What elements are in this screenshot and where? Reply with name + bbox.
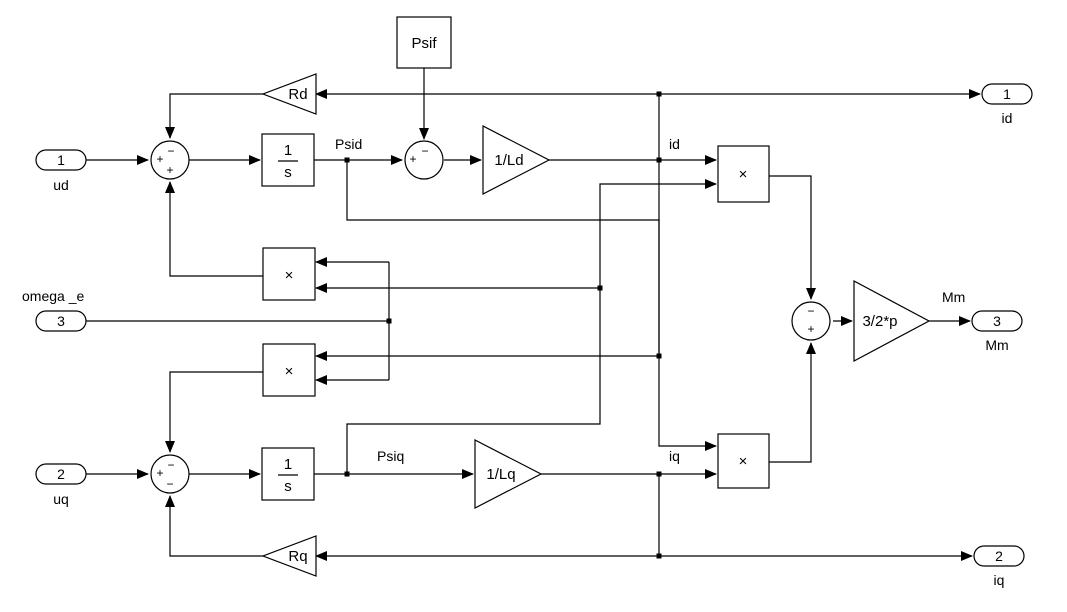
sum-q-sign-left: + bbox=[156, 466, 163, 480]
outport-iq[interactable]: 2 iq bbox=[973, 545, 1025, 588]
integrator-q-numerator: 1 bbox=[284, 456, 292, 473]
outport-id-number: 1 bbox=[1003, 86, 1011, 102]
outport-id[interactable]: 1 id bbox=[981, 83, 1033, 126]
gain-rq[interactable]: Rq bbox=[261, 535, 317, 577]
product-d[interactable]: × bbox=[262, 247, 316, 301]
signal-label-psid: Psid bbox=[335, 136, 362, 152]
outport-iq-number: 2 bbox=[995, 548, 1003, 564]
outport-mm-number: 3 bbox=[993, 313, 1001, 329]
signal-wires bbox=[86, 68, 981, 561]
sum-d[interactable]: + − + bbox=[150, 140, 190, 180]
gain-1-ld-label: 1/Ld bbox=[494, 152, 523, 169]
inport-uq[interactable]: 2 uq bbox=[35, 463, 87, 507]
sum-psif-sign-top: − bbox=[421, 144, 428, 158]
sum-psif[interactable]: + − bbox=[404, 140, 444, 180]
sum-d-sign-left: + bbox=[156, 152, 163, 166]
sum-torque-sign-top: − bbox=[807, 304, 814, 318]
branch-points bbox=[344, 91, 662, 559]
gain-1-lq[interactable]: 1/Lq bbox=[474, 439, 543, 509]
gain-torque[interactable]: 3/2*p bbox=[853, 280, 931, 362]
integrator-q-denominator: s bbox=[284, 478, 292, 495]
gain-torque-label: 3/2*p bbox=[862, 313, 897, 330]
gain-rd[interactable]: Rd bbox=[261, 73, 317, 115]
sum-torque-sign-bottom: + bbox=[807, 322, 814, 336]
outport-iq-label: iq bbox=[994, 572, 1005, 588]
constant-psif[interactable]: Psif bbox=[396, 16, 452, 69]
product-iq-symbol: × bbox=[739, 453, 748, 470]
gain-1-ld[interactable]: 1/Ld bbox=[482, 125, 551, 195]
inport-uq-label: uq bbox=[53, 491, 69, 507]
product-id-symbol: × bbox=[739, 166, 748, 183]
sum-d-sign-bottom: + bbox=[166, 163, 173, 177]
product-iq-psid[interactable]: × bbox=[717, 433, 770, 489]
sum-d-sign-top: − bbox=[167, 144, 174, 158]
product-id-psiq[interactable]: × bbox=[717, 145, 770, 203]
product-d-symbol: × bbox=[285, 267, 294, 284]
inport-omega-number: 3 bbox=[57, 313, 65, 329]
inport-ud-label: ud bbox=[53, 177, 69, 193]
inport-omega-label: omega _e bbox=[22, 288, 84, 304]
inport-uq-number: 2 bbox=[57, 466, 65, 482]
sum-torque[interactable]: − + bbox=[791, 301, 831, 341]
gain-rq-label: Rq bbox=[288, 548, 307, 565]
integrator-q[interactable]: 1 s bbox=[261, 447, 315, 501]
outport-id-label: id bbox=[1002, 110, 1013, 126]
signal-label-iq: iq bbox=[669, 448, 680, 464]
inport-omega-e[interactable]: 3 omega _e bbox=[22, 288, 87, 332]
gain-1-lq-label: 1/Lq bbox=[486, 466, 515, 483]
sum-q-sign-top: − bbox=[167, 458, 174, 472]
gain-rd-label: Rd bbox=[288, 86, 307, 103]
inport-ud[interactable]: 1 ud bbox=[35, 149, 87, 193]
outport-mm[interactable]: 3 Mm bbox=[971, 310, 1023, 353]
constant-psif-label: Psif bbox=[411, 35, 437, 52]
outport-mm-label: Mm bbox=[985, 337, 1008, 353]
integrator-d[interactable]: 1 s bbox=[261, 133, 315, 187]
sum-psif-sign-left: + bbox=[409, 152, 416, 166]
inport-ud-number: 1 bbox=[57, 152, 65, 168]
signal-label-psiq: Psiq bbox=[377, 448, 404, 464]
integrator-d-denominator: s bbox=[284, 164, 292, 181]
sum-q-sign-bottom: − bbox=[166, 477, 173, 491]
product-q-symbol: × bbox=[285, 363, 294, 380]
product-q[interactable]: × bbox=[262, 343, 316, 397]
sum-q[interactable]: + − − bbox=[150, 454, 190, 494]
integrator-d-numerator: 1 bbox=[284, 142, 292, 159]
signal-label-mm: Mm bbox=[942, 289, 965, 305]
signal-label-id: id bbox=[669, 136, 680, 152]
